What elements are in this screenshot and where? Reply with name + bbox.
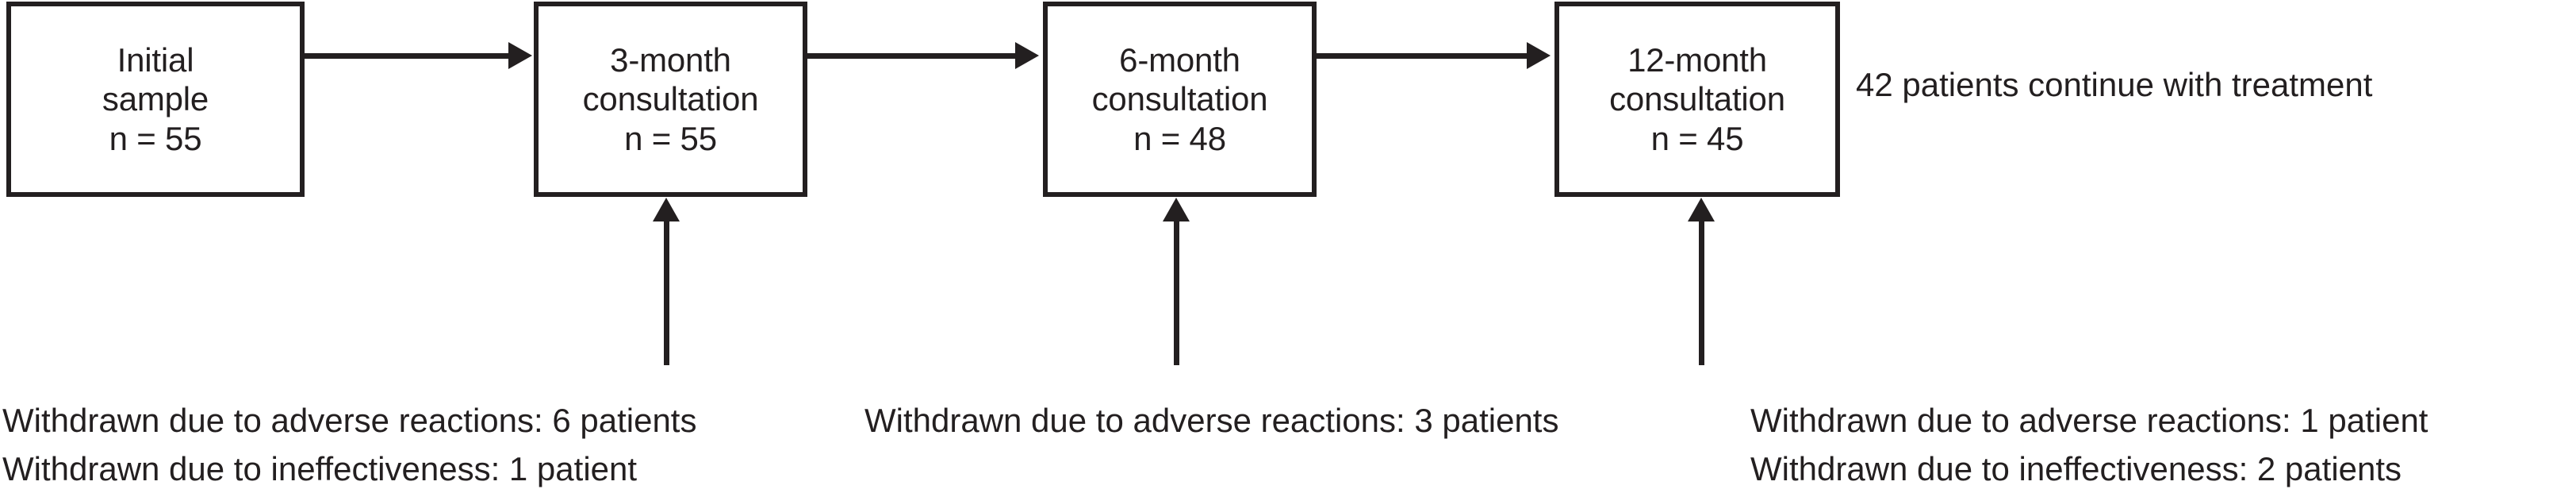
node-initial-sample-line-3: n = 55 — [109, 119, 202, 157]
arrow-withdrawals-12month-head — [1688, 198, 1715, 221]
arrow-3month-to-6month-head — [1015, 42, 1039, 69]
node-12-month-consultation-line-3: n = 45 — [1650, 119, 1744, 157]
node-3-month-consultation: 3-month consultation n = 55 — [534, 2, 807, 197]
arrow-withdrawals-3month-head — [653, 198, 680, 221]
withdrawals-at-6-month-line-1: Withdrawn due to adverse reactions: 3 pa… — [864, 402, 1559, 439]
arrow-withdrawals-12month-shaft — [1699, 221, 1704, 365]
withdrawals-at-3-month-line-2: Withdrawn due to ineffectiveness: 1 pati… — [2, 449, 638, 487]
arrow-withdrawals-6month-head — [1163, 198, 1190, 221]
node-12-month-consultation: 12-month consultation n = 45 — [1554, 2, 1840, 197]
arrow-withdrawals-3month-shaft — [664, 221, 669, 365]
withdrawals-at-12-month-line-2: Withdrawn due to ineffectiveness: 2 pati… — [1750, 449, 2402, 487]
withdrawals-at-12-month-note: Withdrawn due to adverse reactions: 1 pa… — [1750, 397, 2428, 493]
arrow-initial-to-3month-head — [508, 42, 532, 69]
withdrawals-at-3-month-note: Withdrawn due to adverse reactions: 6 pa… — [2, 397, 696, 493]
node-12-month-consultation-line-2: consultation — [1609, 80, 1785, 118]
withdrawals-at-6-month-note: Withdrawn due to adverse reactions: 3 pa… — [864, 397, 1558, 445]
outcome-note: 42 patients continue with treatment — [1856, 66, 2373, 103]
node-6-month-consultation: 6-month consultation n = 48 — [1043, 2, 1317, 197]
node-6-month-consultation-line-3: n = 48 — [1133, 119, 1226, 157]
node-initial-sample-line-1: Initial — [117, 40, 194, 79]
arrow-withdrawals-6month-shaft — [1174, 221, 1179, 365]
arrow-initial-to-3month-shaft — [305, 53, 511, 59]
node-6-month-consultation-line-2: consultation — [1091, 80, 1268, 118]
node-6-month-consultation-line-1: 6-month — [1119, 40, 1240, 79]
arrow-3month-to-6month-shaft — [807, 53, 1015, 59]
node-3-month-consultation-line-1: 3-month — [610, 40, 731, 79]
node-12-month-consultation-line-1: 12-month — [1627, 40, 1767, 79]
withdrawals-at-12-month-line-1: Withdrawn due to adverse reactions: 1 pa… — [1750, 402, 2428, 439]
node-initial-sample: Initial sample n = 55 — [6, 2, 305, 197]
node-initial-sample-line-2: sample — [102, 80, 209, 118]
withdrawals-at-3-month-line-1: Withdrawn due to adverse reactions: 6 pa… — [2, 402, 697, 439]
arrow-6month-to-12month-shaft — [1316, 53, 1527, 59]
node-3-month-consultation-line-2: consultation — [582, 80, 759, 118]
arrow-6month-to-12month-head — [1527, 42, 1551, 69]
node-3-month-consultation-line-3: n = 55 — [624, 119, 717, 157]
